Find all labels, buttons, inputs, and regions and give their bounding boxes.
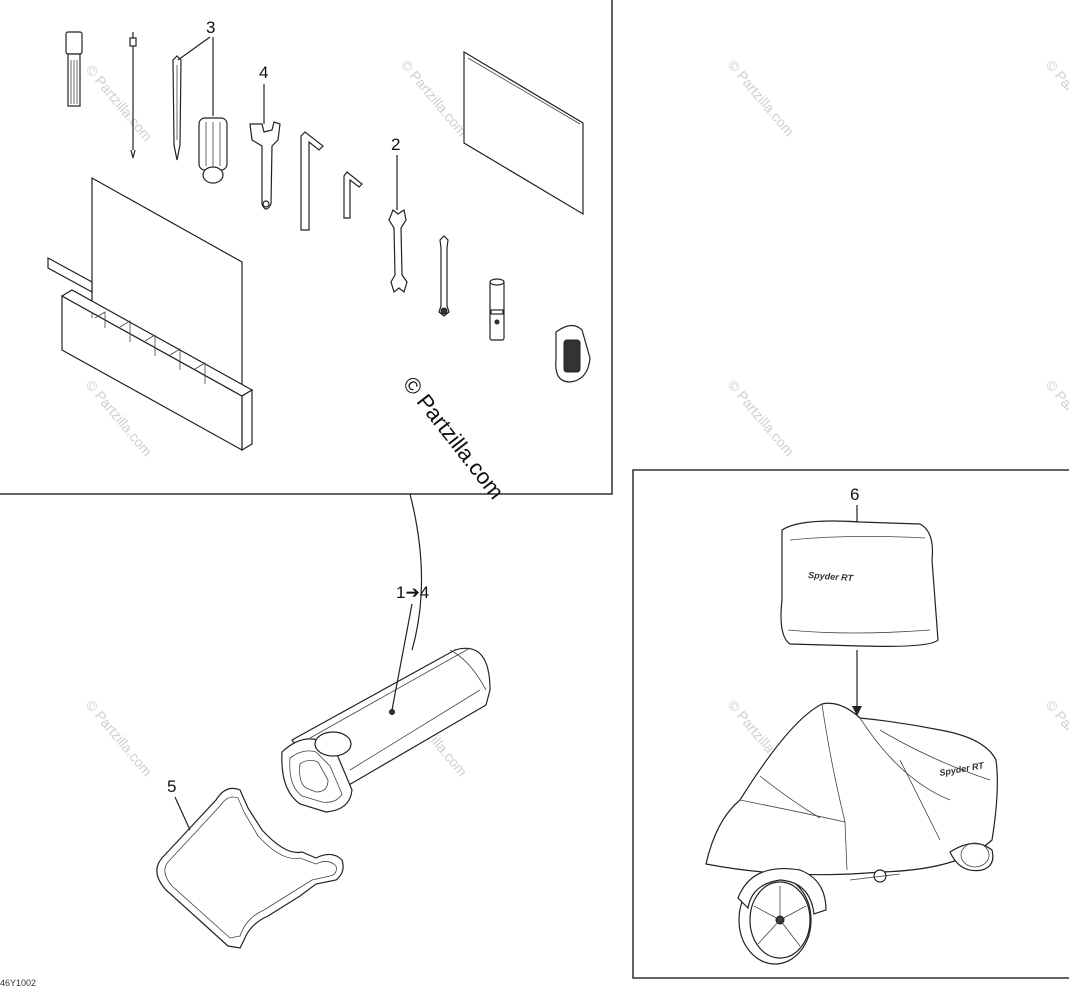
watermark-7: © Partzilla.com (1043, 377, 1069, 460)
tool-pouch (47, 176, 254, 452)
small-wrench (438, 235, 450, 317)
covered-vehicle: Spyder RT (705, 702, 998, 965)
figure-code: 46Y1002 (0, 978, 36, 988)
watermark-8: © Partzilla.com (83, 697, 156, 780)
watermark-11: © Partzilla.com (1043, 697, 1069, 780)
callout-3: 3 (206, 18, 215, 37)
gasket (156, 787, 344, 949)
allen-key-large (300, 131, 324, 231)
callout-2: 2 (391, 135, 400, 154)
tool-case (281, 647, 491, 813)
watermark-3: © Partzilla.com (725, 57, 798, 140)
leader-curve (409, 493, 423, 651)
screwdriver-bit (129, 32, 137, 159)
cover-bag: Spyder RT (780, 520, 939, 647)
callout-1to4-group: 1➔4 (391, 583, 429, 711)
spark-plug-socket (489, 278, 505, 341)
watermark-large: © Partzilla.com (398, 372, 509, 504)
watermark-1: © Partzilla.com (83, 62, 156, 145)
tool-kit-panel (0, 0, 613, 495)
watermark-2: © Partzilla.com (398, 57, 471, 140)
watermark-6: © Partzilla.com (725, 377, 798, 460)
callout-3-group: 3 (177, 18, 215, 116)
callout-2-group: 2 (391, 135, 400, 210)
allen-key-small (343, 171, 363, 219)
spanner-wrench (249, 121, 281, 210)
screwdriver-handle (198, 117, 228, 184)
callout-4-group: 4 (259, 63, 268, 124)
fuse-kit (555, 324, 591, 383)
screwdriver-blade (172, 55, 182, 161)
callout-5: 5 (167, 777, 176, 796)
callout-5-group: 5 (167, 777, 191, 831)
callout-1to4: 1➔4 (396, 583, 429, 602)
cover-bag-logo: Spyder RT (808, 570, 855, 583)
watermark-4: © Partzilla.com (1043, 57, 1069, 140)
socket-bit (65, 31, 83, 107)
callout-6-group: 6 (850, 485, 859, 522)
cover-arrow (852, 650, 862, 716)
document-card (463, 50, 584, 216)
cover-panel (632, 469, 1069, 979)
callout-4: 4 (259, 63, 268, 82)
open-end-wrench (388, 209, 408, 294)
callout-6: 6 (850, 485, 859, 504)
